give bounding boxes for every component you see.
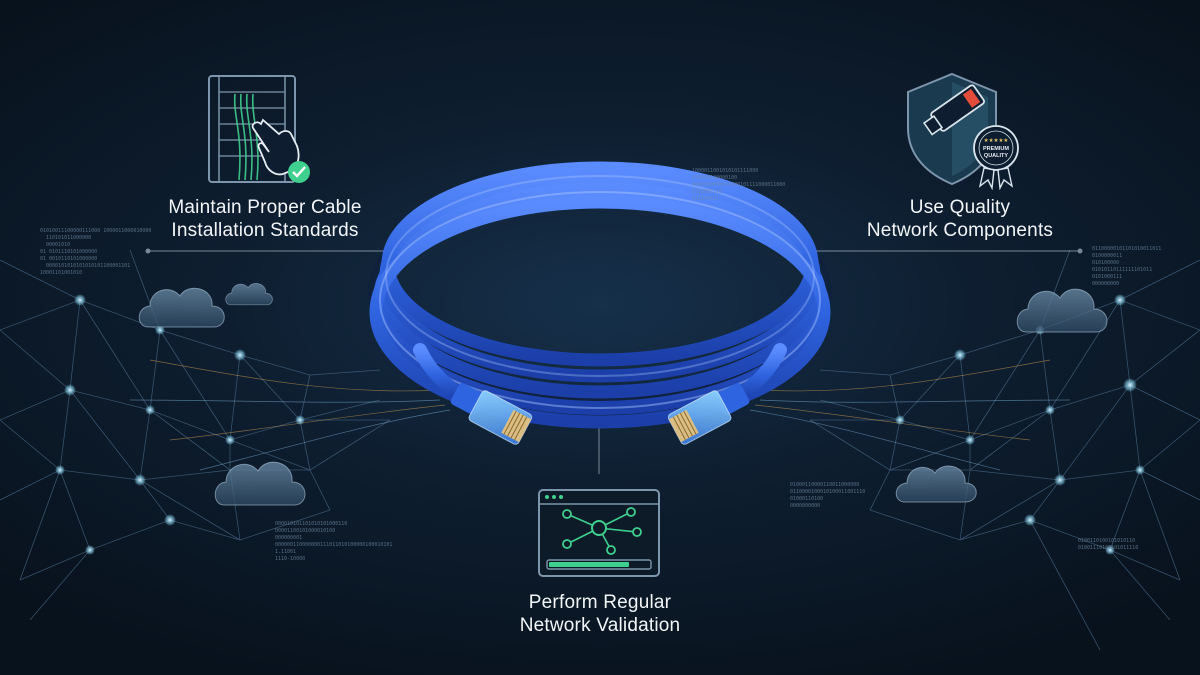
network-node: [234, 349, 246, 361]
caption-quality-components: Use Quality Network Components: [835, 196, 1085, 242]
caption-line: Maintain Proper Cable: [168, 197, 362, 218]
caption-line: Installation Standards: [171, 220, 359, 241]
network-mesh-right: [809, 249, 1200, 651]
binary-text: 01010011100000111000 1000011000010000 11…: [40, 228, 152, 276]
network-node: [225, 435, 235, 445]
coiled-network-cable: [368, 161, 832, 429]
network-node: [895, 415, 905, 425]
network-node: [1105, 545, 1115, 555]
network-node: [1024, 514, 1036, 526]
validation-progress-bar: [546, 559, 652, 570]
network-node: [1054, 474, 1066, 486]
network-node: [1123, 378, 1137, 392]
network-node: [85, 545, 95, 555]
binary-text: 000010101101010101000110 000011001010000…: [275, 521, 393, 562]
premium-quality-badge: [973, 125, 1019, 171]
badge-line-2: QUALITY: [984, 153, 1008, 159]
network-node: [1135, 465, 1145, 475]
binary-text: 1000011001010101111000 010000100000100 0…: [692, 168, 786, 202]
network-node: [145, 405, 155, 415]
network-node: [954, 349, 966, 361]
binary-text: 0100110100101010110 01001110100101011110: [1078, 538, 1139, 551]
network-node: [1114, 294, 1126, 306]
network-node: [134, 474, 146, 486]
network-node: [295, 415, 305, 425]
caption-network-validation: Perform Regular Network Validation: [480, 591, 720, 637]
cable-installation-icon: [205, 72, 325, 190]
cloud-icon: [138, 287, 225, 328]
network-nodes: [55, 294, 1145, 555]
rj45-plug-right: [667, 383, 750, 445]
network-validation-icon: [537, 488, 663, 580]
network-node: [64, 384, 76, 396]
caption-line: Perform Regular: [528, 592, 672, 613]
caption-line: Network Components: [866, 220, 1054, 241]
binary-text: 01000110000110011000000 0110000100010100…: [790, 482, 866, 509]
quality-shield-icon: ★★★★★ PREMIUM QUALITY: [896, 70, 1024, 191]
rj45-plug-left: [450, 383, 533, 445]
cloud-icon: [895, 465, 977, 503]
cloud-icon: [214, 461, 306, 506]
cloud-icon: [1016, 288, 1108, 333]
network-node: [55, 465, 65, 475]
network-node: [1045, 405, 1055, 415]
network-node: [164, 514, 176, 526]
network-node: [965, 435, 975, 445]
badge-stars: ★★★★★: [984, 138, 1009, 144]
network-node: [74, 294, 86, 306]
caption-line: Use Quality: [909, 197, 1011, 218]
cloud-icon: [225, 283, 273, 306]
caption-line: Network Validation: [519, 615, 681, 636]
binary-text: 01100000101101010011011 0100000011 01010…: [1092, 246, 1162, 287]
badge-line-1: PREMIUM: [983, 146, 1009, 152]
caption-installation-standards: Maintain Proper Cable Installation Stand…: [140, 196, 390, 242]
data-streaks: [129, 359, 1071, 471]
